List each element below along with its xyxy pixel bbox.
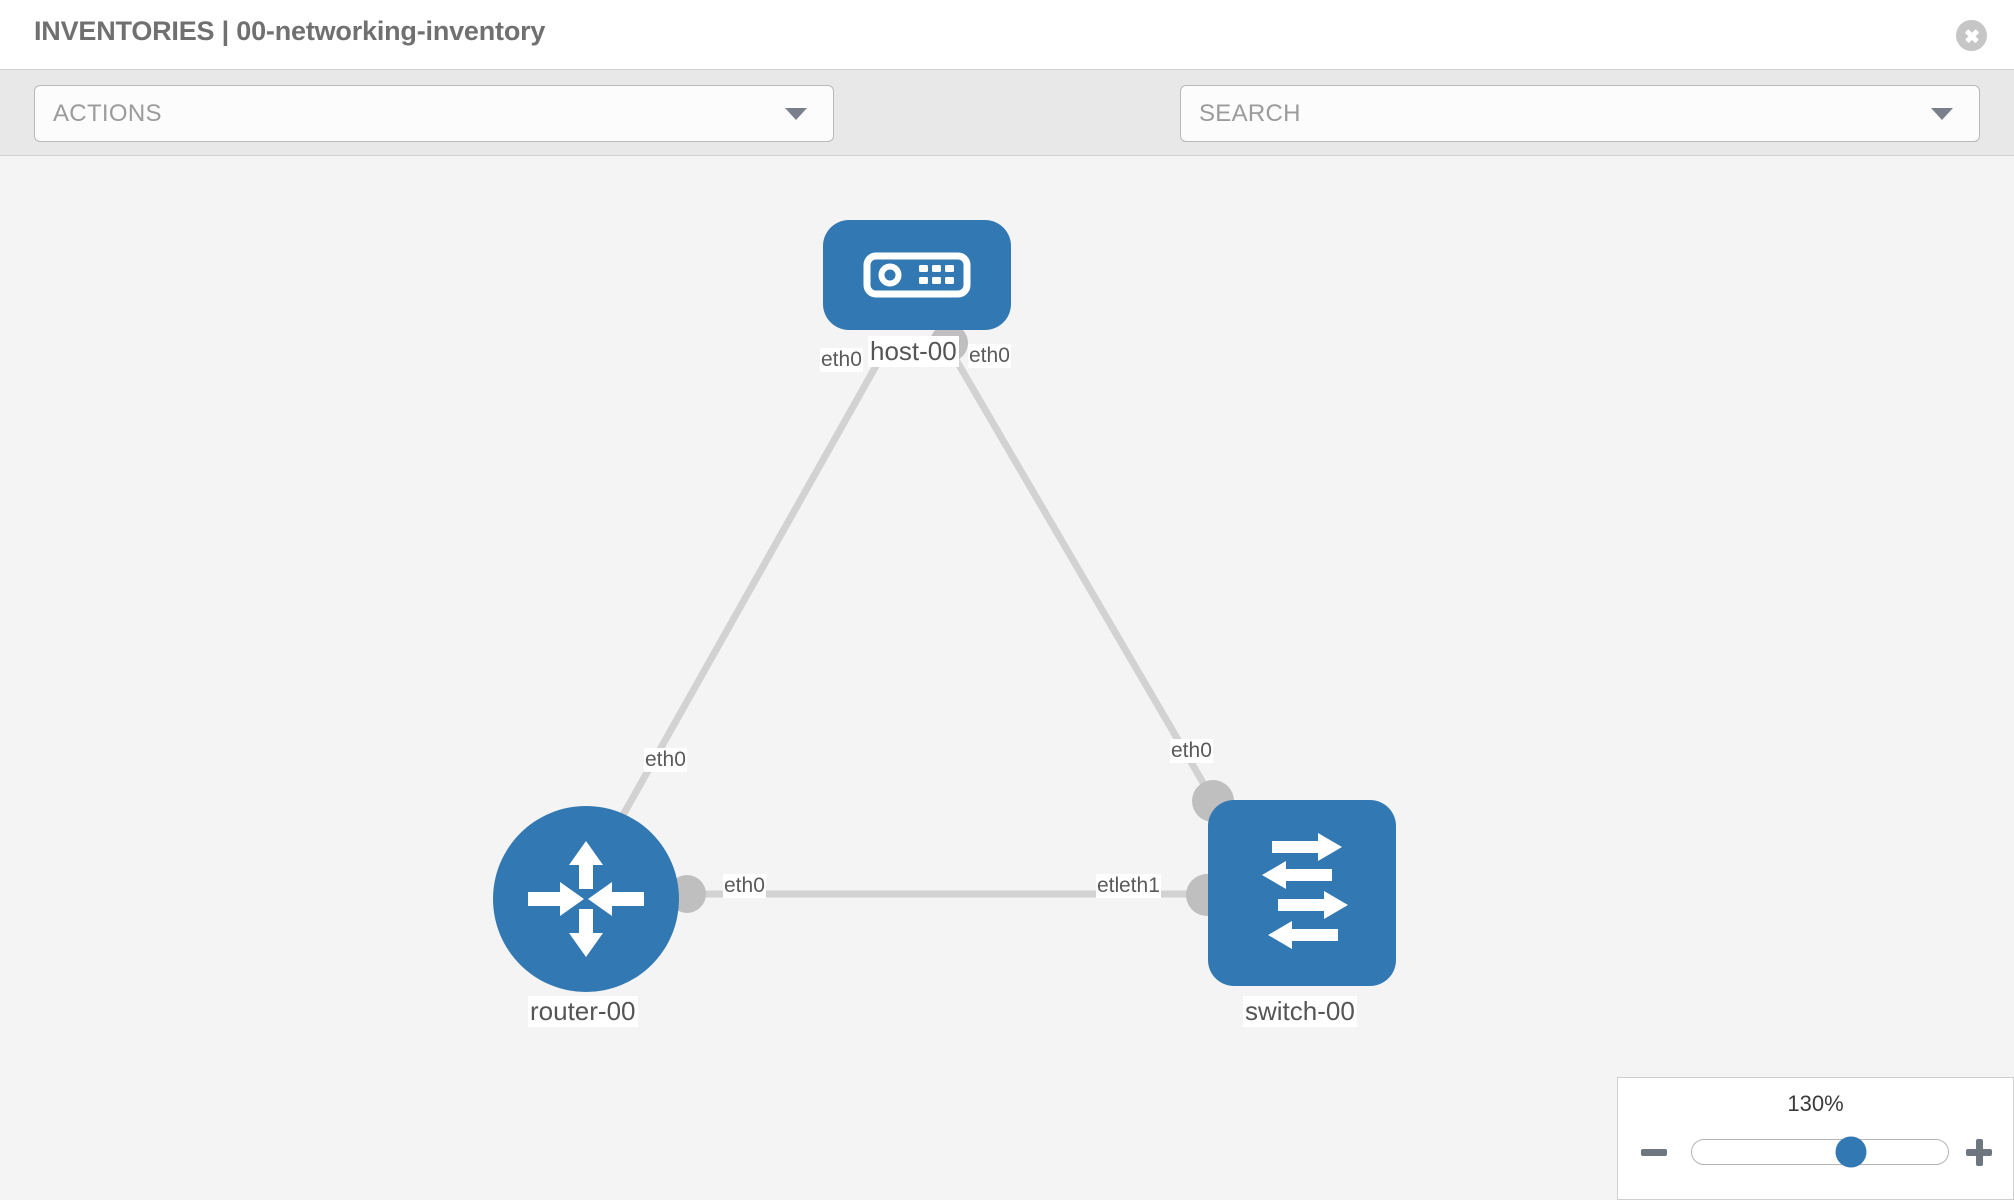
page-title: INVENTORIES | 00-networking-inventory — [34, 16, 546, 46]
zoom-slider-track[interactable] — [1691, 1136, 1949, 1168]
link-host-router — [596, 339, 894, 858]
node-label-router-00: router-00 — [528, 996, 638, 1027]
zoom-in-button[interactable] — [1963, 1132, 1997, 1174]
zoom-level-value: 130% — [1787, 1091, 1844, 1116]
actions-dropdown[interactable]: ACTIONS — [34, 85, 834, 142]
topology-canvas[interactable]: eth0 eth0 eth0 eth0 eth0 eth0 eth1 host-… — [0, 156, 2014, 1200]
search-input[interactable]: SEARCH — [1180, 85, 1980, 142]
iface-label-host-left: eth0 — [820, 348, 863, 372]
iface-label-router-up: eth0 — [644, 748, 687, 772]
toolbar: ACTIONS SEARCH — [0, 69, 2014, 197]
zoom-out-button[interactable] — [1638, 1132, 1672, 1174]
iface-label-router-right: eth0 — [723, 874, 766, 898]
server-icon — [863, 252, 971, 298]
iface-label-host-right: eth0 — [968, 344, 1011, 368]
page-header: INVENTORIES | 00-networking-inventory — [0, 0, 2014, 69]
chevron-down-icon — [785, 107, 807, 120]
iface-label-switch-up: eth0 — [1170, 739, 1213, 763]
iface-label-switch-left: eth1 — [1118, 874, 1161, 898]
link-host-switch — [941, 339, 1244, 848]
zoom-control-panel: 130% — [1617, 1077, 2014, 1200]
node-label-host-00: host-00 — [868, 336, 959, 367]
close-icon[interactable] — [1956, 20, 1987, 51]
search-placeholder: SEARCH — [1199, 99, 1301, 127]
actions-dropdown-label: ACTIONS — [53, 99, 162, 127]
node-router-00[interactable] — [493, 806, 679, 992]
zoom-slider-row — [1618, 1132, 2013, 1174]
router-arrows-icon — [528, 841, 644, 957]
node-label-switch-00: switch-00 — [1243, 996, 1357, 1027]
chevron-down-icon — [1931, 107, 1953, 120]
node-switch-00[interactable] — [1208, 800, 1396, 986]
zoom-slider-handle[interactable] — [1835, 1136, 1867, 1168]
node-host-00[interactable] — [823, 220, 1011, 330]
switch-arrows-icon — [1262, 833, 1348, 949]
